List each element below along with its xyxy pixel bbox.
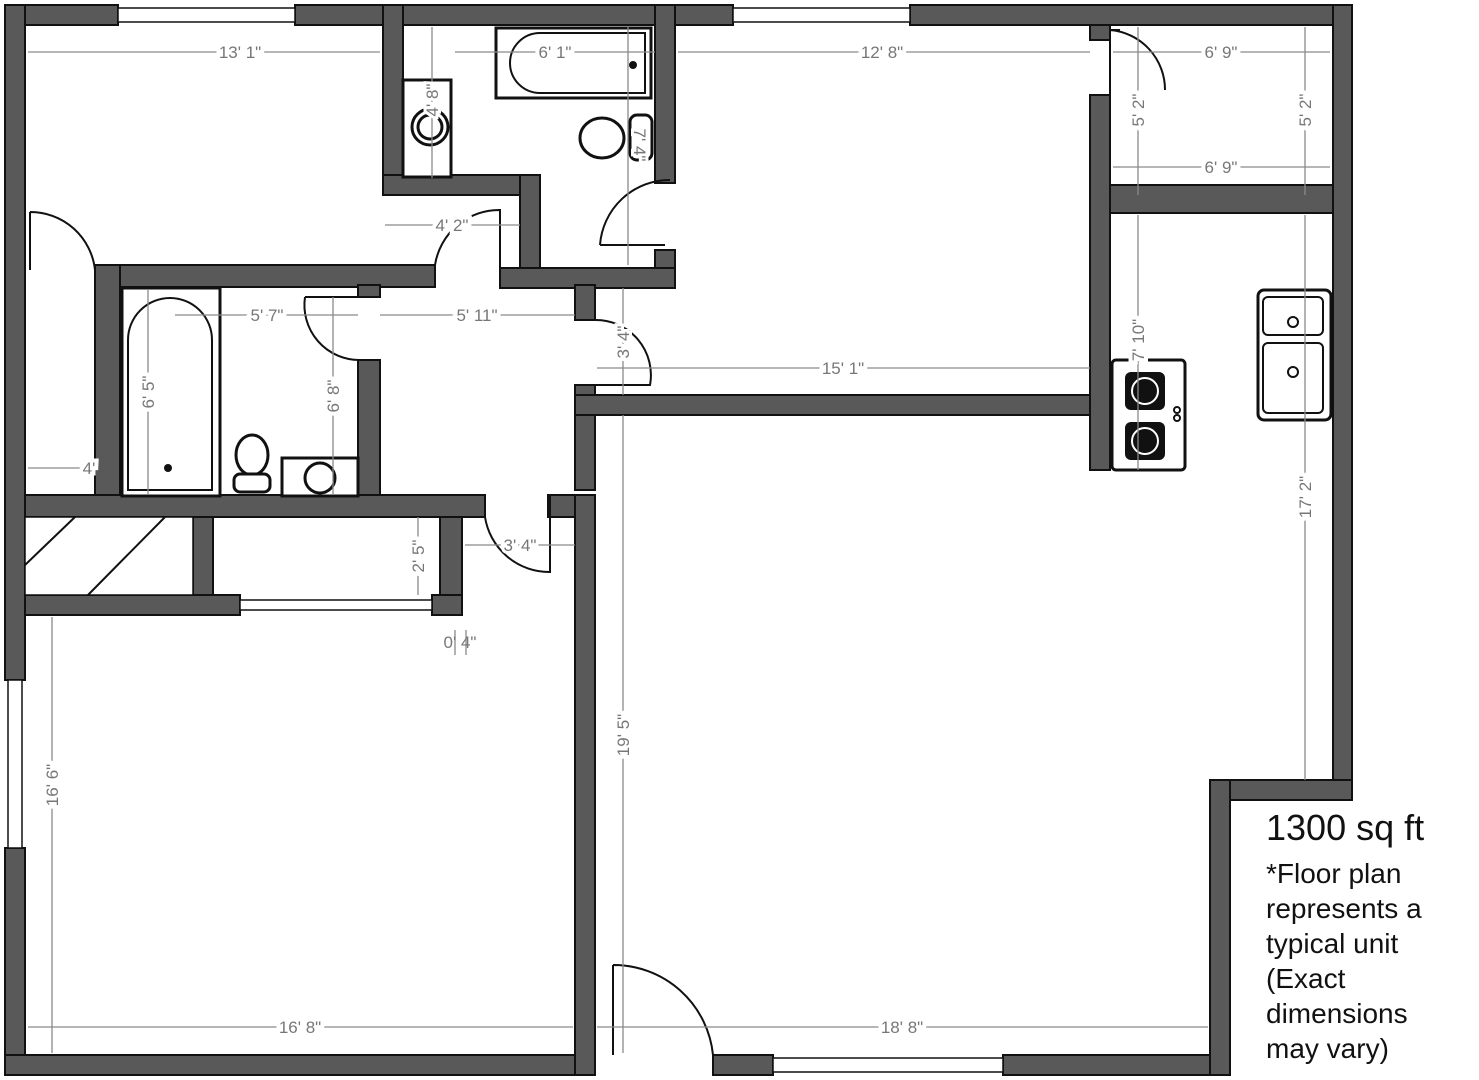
toilet-2: [234, 433, 270, 477]
windows: [7, 7, 1004, 1073]
linen-closet-hatch: [24, 516, 194, 596]
note-line: typical unit: [1266, 928, 1399, 959]
dim-hall2-width: 3' 4": [504, 536, 537, 555]
dim-kitchen-right: 17' 2": [1296, 476, 1315, 518]
kitchen-sink: [1256, 288, 1333, 422]
doors: [29, 29, 1167, 1056]
walls: [4, 4, 1353, 1076]
dim-bath1-width: 6' 1": [539, 43, 572, 62]
dim-living-width: 18' 8": [881, 1018, 923, 1037]
toilet-1: [578, 116, 626, 160]
dim-bath1-depth: 7' 4": [630, 129, 649, 162]
dim-bedroom2-width: 16' 8": [279, 1018, 321, 1037]
fixtures: [120, 26, 1333, 498]
dim-closet-bottom: 6' 9": [1205, 158, 1238, 177]
dim-bath2-width: 5' 7": [251, 306, 284, 325]
dim-bath1-sink: 4' 8": [423, 84, 442, 117]
dim-closet-depth-left: 5' 2": [1129, 94, 1148, 127]
dim-wall-thickness: 0' 4": [444, 633, 477, 652]
dim-bedroom1-width: 13' 1": [219, 43, 261, 62]
dim-kitchen-width: 15' 1": [822, 359, 864, 378]
dim-hall-width: 5' 11": [456, 306, 497, 325]
dim-closet2-depth: 2' 5": [409, 540, 428, 573]
dim-bath2-depth: 6' 8": [324, 380, 343, 413]
dim-closet-depth-right: 5' 2": [1296, 94, 1315, 127]
note-line: may vary): [1266, 1033, 1389, 1064]
dim-closet1: 4' 2": [436, 216, 469, 235]
dim-living-depth: 19' 5": [614, 714, 633, 756]
bathtub-2: [120, 286, 222, 498]
dimension-labels: 13' 1" 4' 8" 6' 1" 7' 4" 12' 8" 6' 9" 6'…: [39, 39, 1319, 1041]
dim-closet-top: 6' 9": [1205, 43, 1238, 62]
note-line: *Floor plan: [1266, 858, 1402, 889]
note-line: dimensions: [1266, 998, 1408, 1029]
dim-living-top: 12' 8": [861, 43, 903, 62]
dim-kitchen-depth: 7' 10": [1129, 319, 1148, 361]
dim-linen: 4': [83, 459, 96, 478]
note-line: (Exact: [1266, 963, 1346, 994]
dim-bath2-tub: 6' 5": [139, 376, 158, 409]
area-label: 1300 sq ft: [1266, 807, 1425, 848]
note-line: represents a: [1266, 893, 1422, 924]
dim-bedroom2-depth: 16' 6": [43, 764, 62, 806]
plan-notes: 1300 sq ft *Floor plan represents a typi…: [1266, 808, 1424, 1066]
tub-drain-icon: [629, 61, 637, 69]
dim-hall-depth: 3' 4": [614, 326, 633, 359]
dimension-lines: [28, 27, 1330, 1053]
